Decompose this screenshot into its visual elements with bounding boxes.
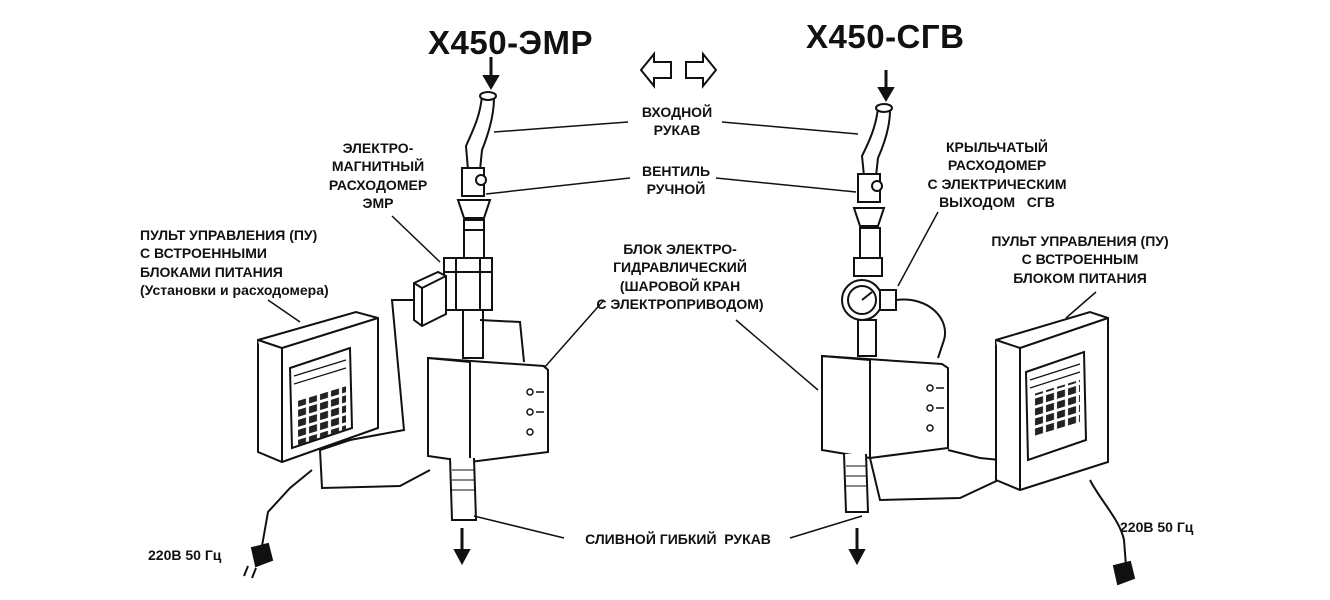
label-power-right: 220В 50 Гц [1120, 519, 1194, 535]
left-control-panel [257, 310, 379, 464]
left-assembly [243, 57, 549, 579]
bidirectional-arrows-icon [639, 51, 718, 89]
label-drain-hose: СЛИВНОЙ ГИБКИЙ РУКАВ [585, 531, 771, 547]
right-assembly [821, 70, 1136, 586]
label-control-panel-right: ПУЛЬТ УПРАВЛЕНИЯ (ПУ)С ВСТРОЕННЫМ БЛОКОМ… [991, 233, 1169, 286]
label-power-left: 220В 50 Гц [148, 547, 222, 563]
label-control-panel-left: ПУЛЬТ УПРАВЛЕНИЯ (ПУ)С ВСТРОЕННЫМИ БЛОКА… [140, 227, 329, 299]
title-left: Х450-ЭМР [428, 24, 594, 61]
title-right: Х450-СГВ [806, 18, 965, 55]
right-control-panel [995, 310, 1109, 492]
leader-lines [267, 121, 1097, 539]
label-hydraulic-block: БЛОК ЭЛЕКТРО-ГИДРАВЛИЧЕСКИЙ (ШАРОВОЙ КРА… [596, 241, 764, 313]
